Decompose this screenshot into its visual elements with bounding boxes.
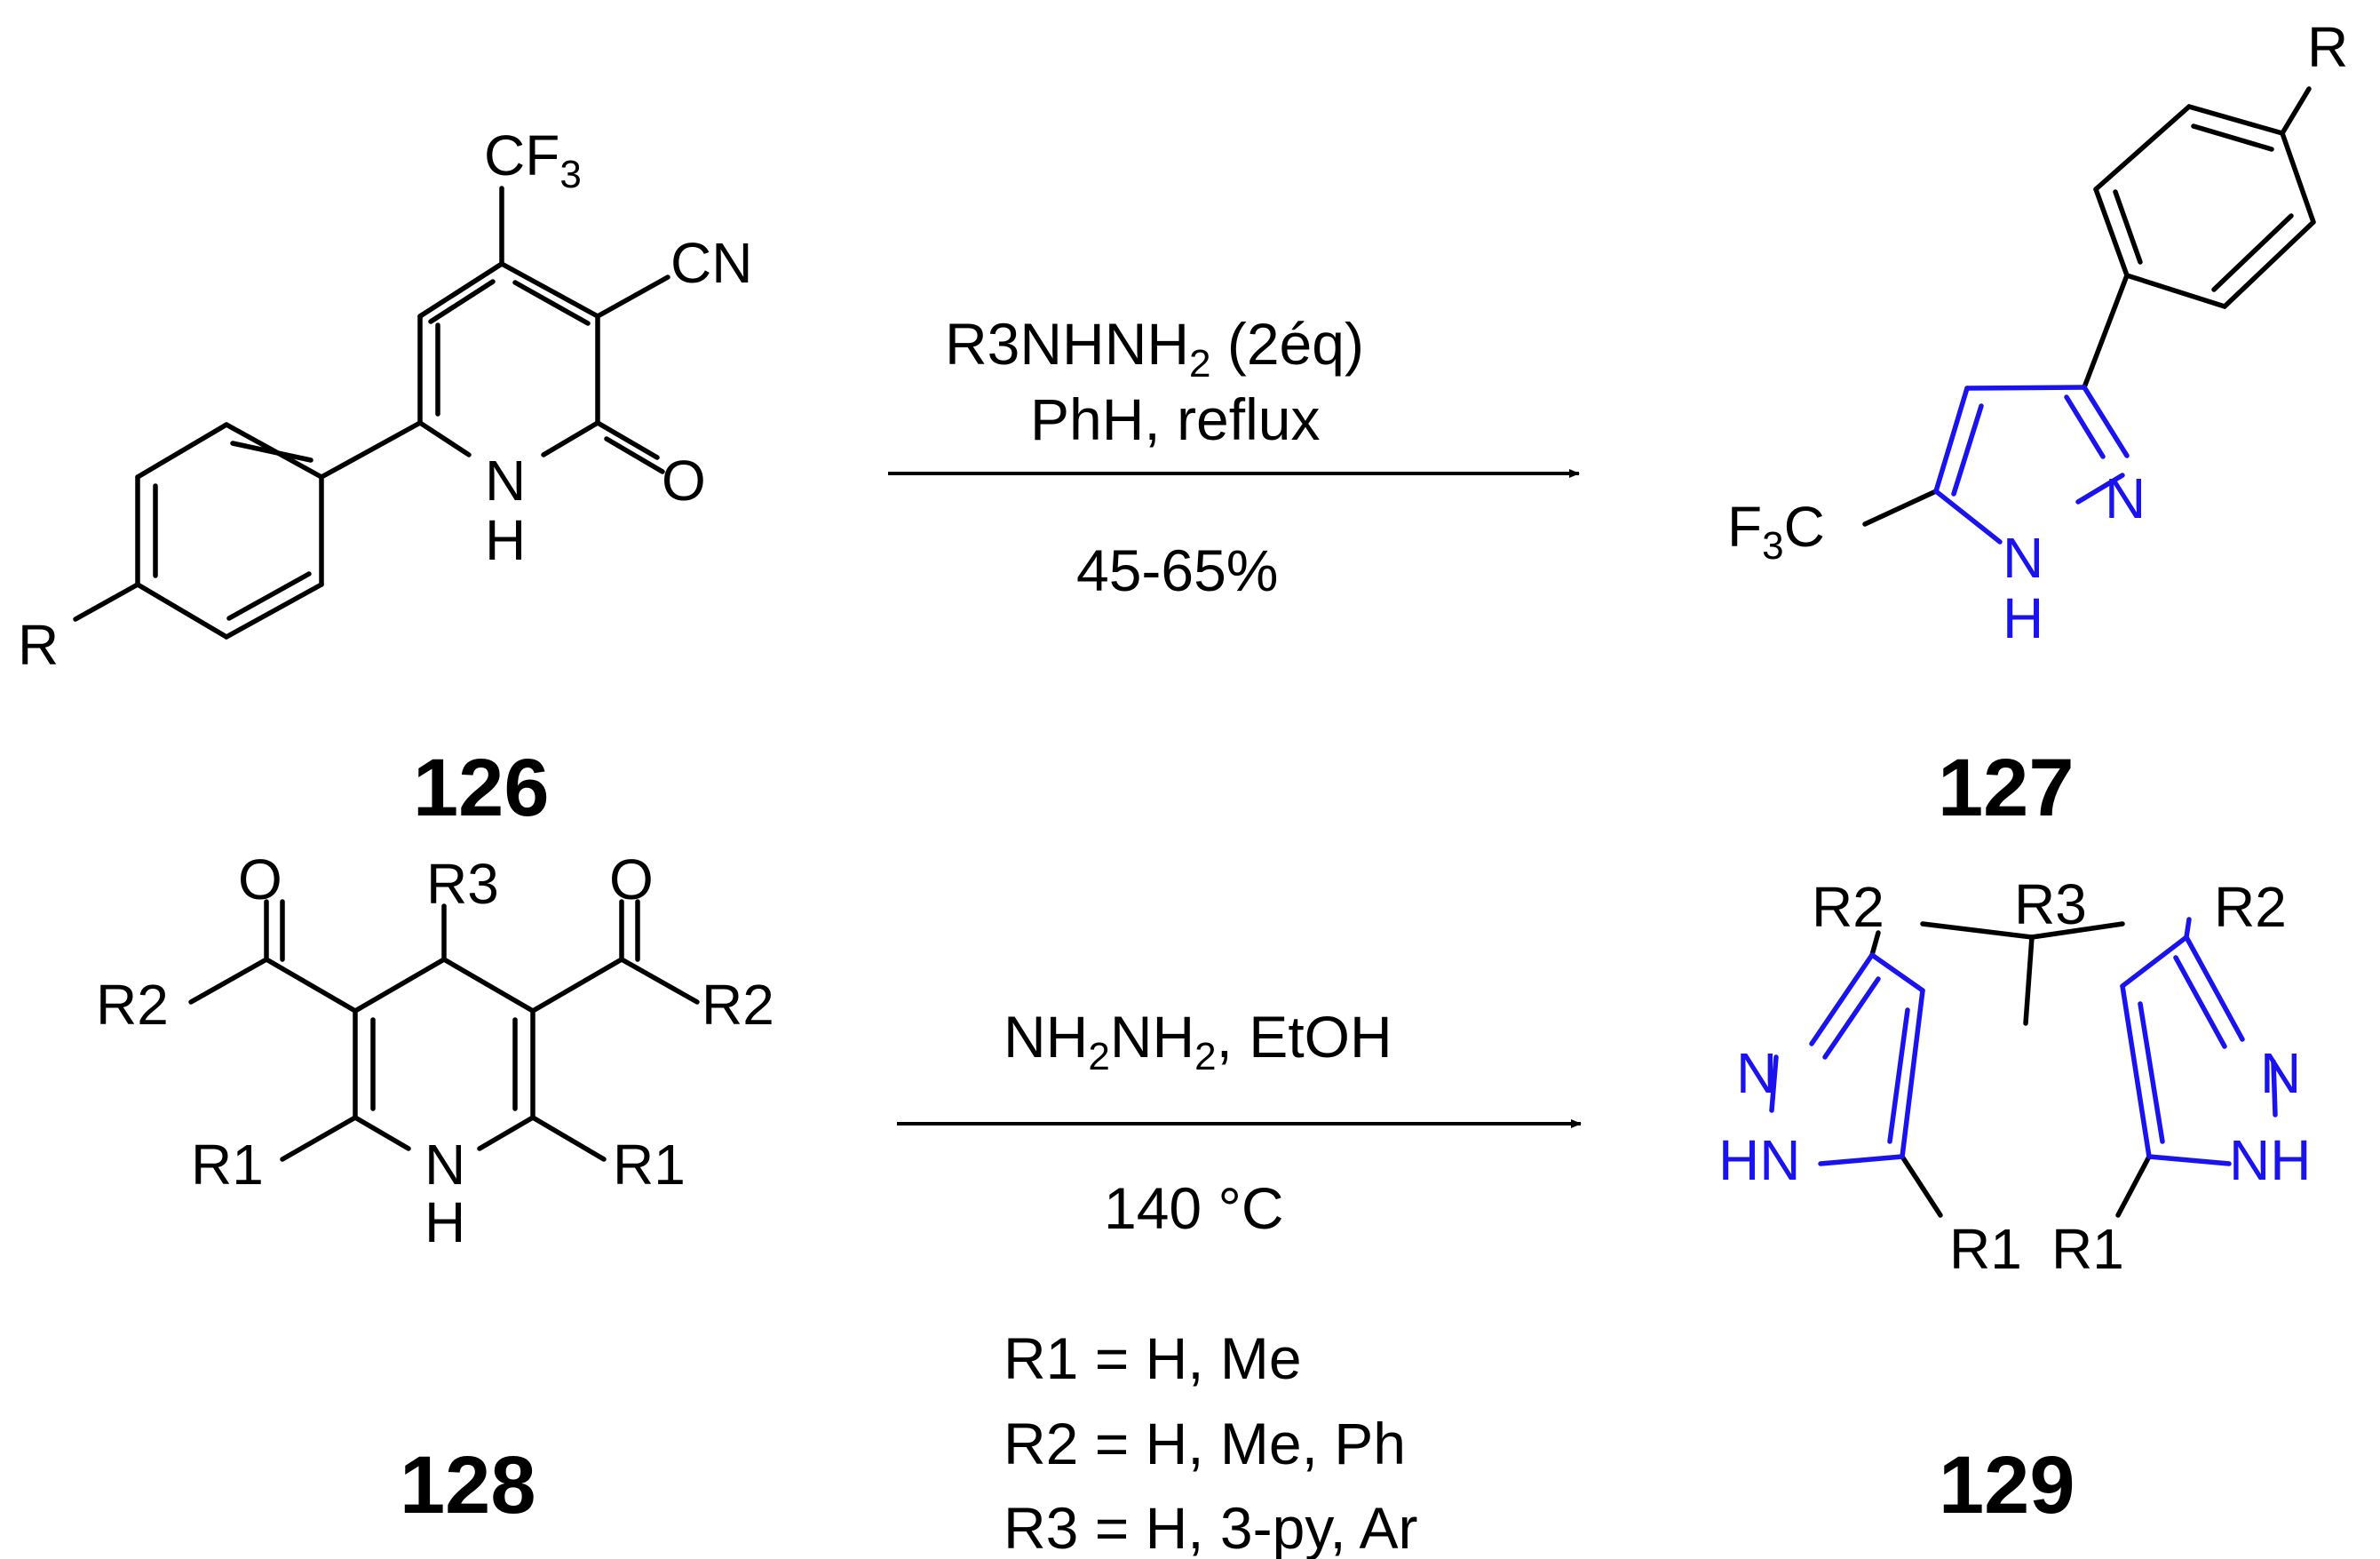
label-n-right-129: N xyxy=(2260,1041,2301,1105)
reaction-2: NH2NH2, EtOH 140 °C R1 = H, Me R2 = H, M… xyxy=(897,1004,1582,1559)
compound-128-bonds xyxy=(188,899,700,1162)
label-oxo: O xyxy=(662,449,706,513)
label-nh-n: N xyxy=(485,449,526,513)
label-r2-right-128: R2 xyxy=(702,973,774,1037)
label-r2-left-129: R2 xyxy=(1812,875,1884,939)
label-r3-128: R3 xyxy=(426,852,499,916)
reaction-2-reagent: NH2NH2, EtOH xyxy=(1004,1004,1392,1078)
substituent-line-r1: R1 = H, Me xyxy=(1004,1325,1302,1391)
compound-127-aryl-bonds xyxy=(1862,86,2316,527)
compound-id-128: 128 xyxy=(400,1440,536,1531)
label-cn: CN xyxy=(670,231,752,295)
compound-id-127: 127 xyxy=(1938,743,2075,833)
substituent-line-r2: R2 = H, Me, Ph xyxy=(1004,1411,1406,1476)
compound-126: CF3 CN N H O R 126 xyxy=(18,123,752,833)
compound-129-pyrazole-bonds xyxy=(1769,917,2278,1166)
label-r1-right-128: R1 xyxy=(613,1133,686,1197)
label-nh-h: H xyxy=(485,508,526,572)
label-r1-left-129: R1 xyxy=(1949,1217,2022,1281)
label-n1-127: N xyxy=(2003,526,2043,590)
reaction-2-temperature: 140 °C xyxy=(1104,1175,1284,1241)
label-r: R xyxy=(18,613,59,677)
label-cf3: CF3 xyxy=(484,123,582,196)
reaction-1-solvent: PhH, reflux xyxy=(1030,386,1320,452)
compound-128: O O R3 R2 R2 R1 R1 N H 128 xyxy=(96,847,774,1531)
label-nh-h-128: H xyxy=(424,1190,465,1254)
compound-129-linker-bonds xyxy=(1869,921,2152,1218)
compound-id-129: 129 xyxy=(1939,1440,2075,1531)
label-o-left: O xyxy=(238,847,282,911)
label-nh-right-129: NH xyxy=(2229,1128,2311,1192)
label-f3c: F3C xyxy=(1727,495,1825,568)
compound-id-126: 126 xyxy=(413,743,550,833)
label-r-127: R xyxy=(2307,15,2348,79)
reaction-1-reagent: R3NHNH2 (2éq) xyxy=(945,311,1364,386)
label-n1-h-127: H xyxy=(2003,586,2043,650)
reaction-1: R3NHNH2 (2éq) PhH, reflux 45-65% xyxy=(888,311,1580,603)
reaction-1-yield: 45-65% xyxy=(1076,537,1279,603)
substituent-line-r3: R3 = H, 3-py, Ar xyxy=(1004,1495,1417,1559)
label-r2-right-129: R2 xyxy=(2214,875,2287,939)
label-r1-right-129: R1 xyxy=(2051,1217,2124,1281)
label-n-left-129: N xyxy=(1736,1041,1777,1105)
label-r1-left-128: R1 xyxy=(191,1133,264,1197)
label-hn-left-129: HN xyxy=(1718,1128,1800,1192)
label-o-right: O xyxy=(609,847,654,911)
label-n2-127: N xyxy=(2105,466,2146,530)
compound-129: R2 R3 R2 N HN N NH R1 R1 129 xyxy=(1718,872,2311,1531)
compound-126-bonds xyxy=(73,186,670,640)
label-r3-129: R3 xyxy=(2014,872,2087,936)
compound-127-pyrazole-bonds xyxy=(1933,385,2130,545)
label-nh-n-128: N xyxy=(424,1133,465,1197)
label-r2-left-128: R2 xyxy=(96,973,169,1037)
compound-127: R F3C N N H 127 xyxy=(1727,15,2348,833)
